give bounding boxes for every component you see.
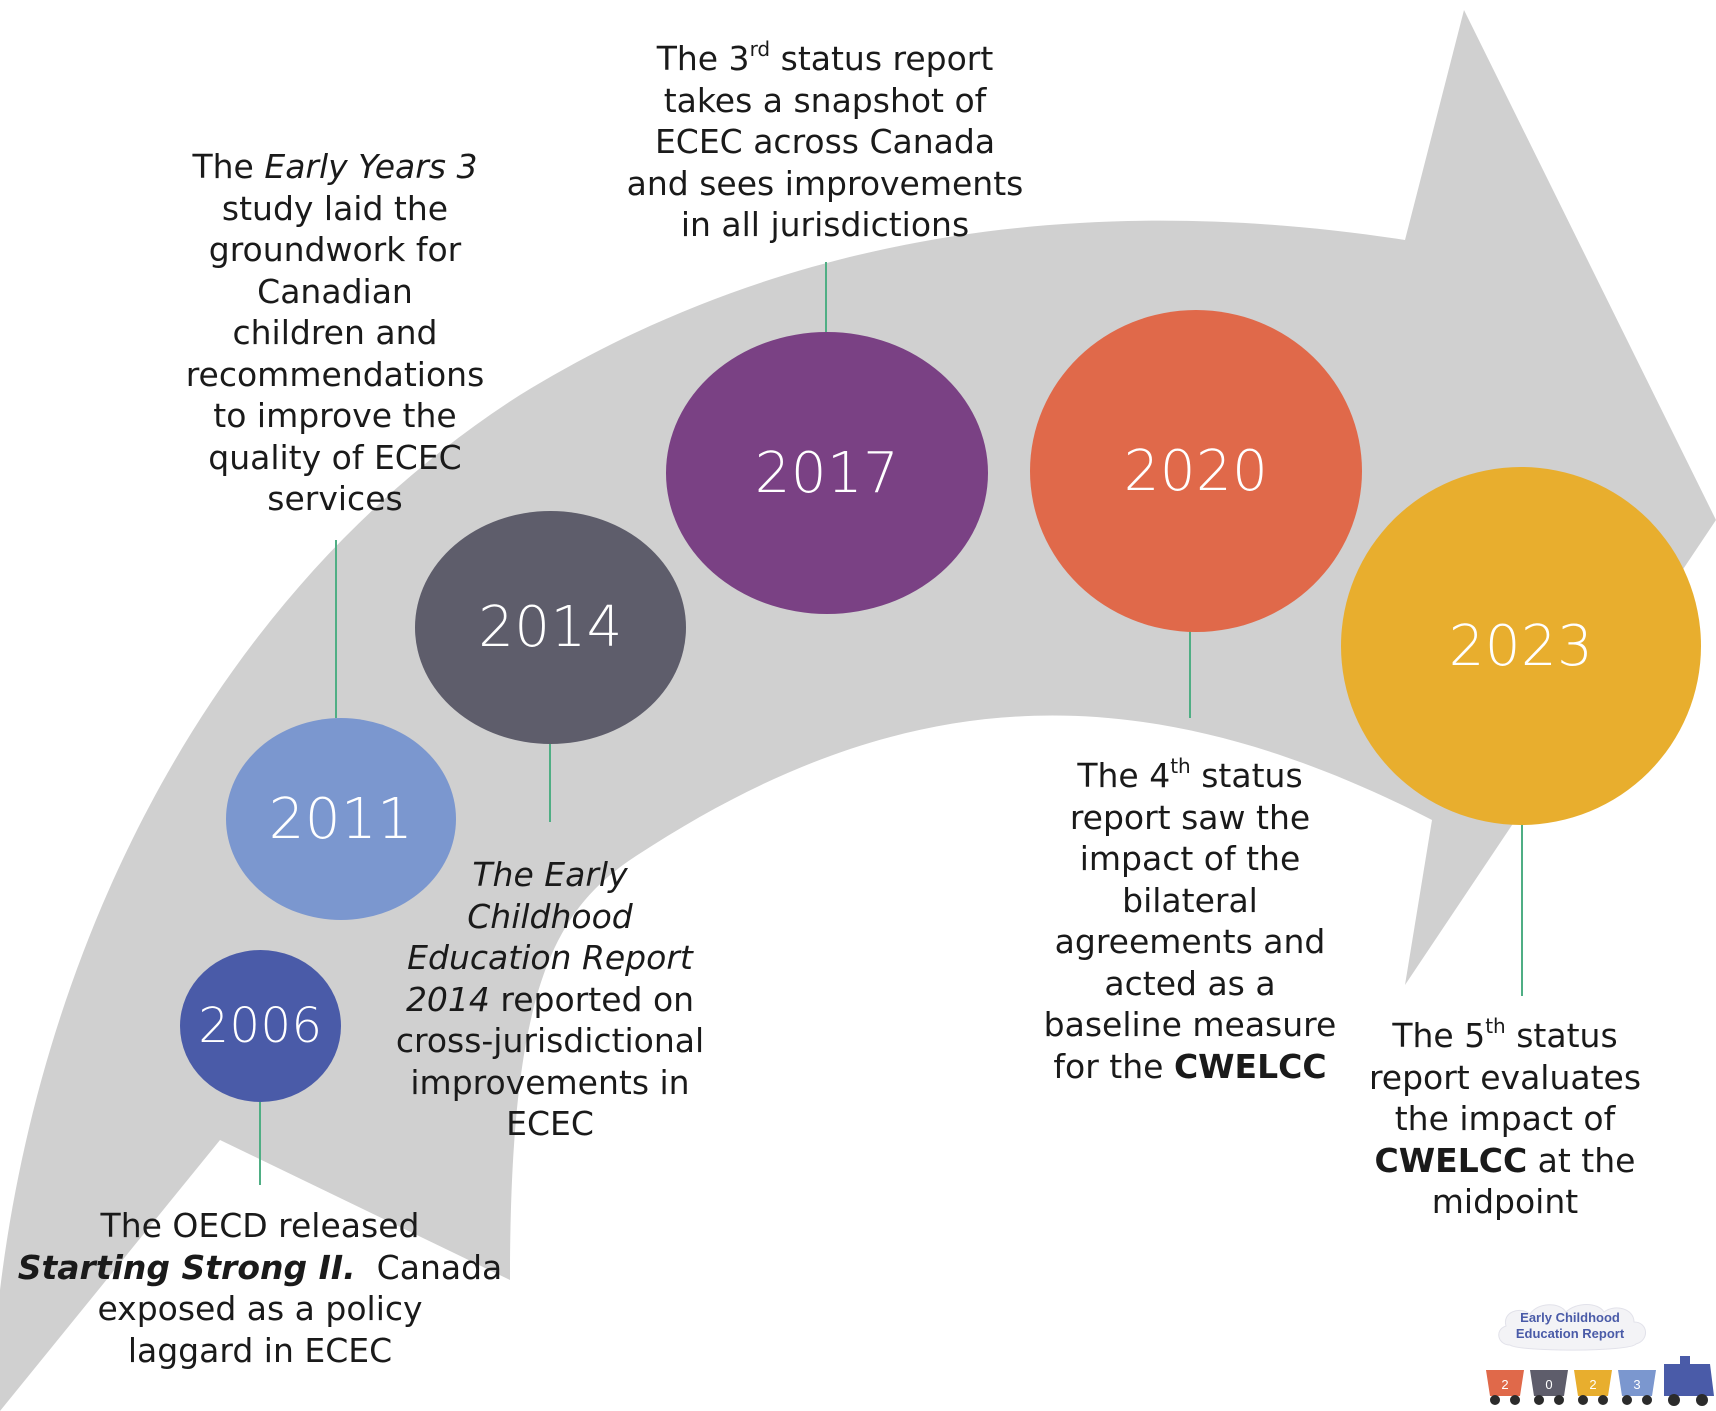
caption-line: takes a snapshot of xyxy=(663,80,987,120)
year-label: 2023 xyxy=(1448,613,1594,679)
year-label: 2014 xyxy=(478,595,623,660)
caption-line: children and xyxy=(232,313,438,352)
train-wheel xyxy=(1510,1395,1520,1405)
connector-2006 xyxy=(259,1095,261,1185)
train-wheel xyxy=(1554,1395,1564,1405)
caption-line: The Early xyxy=(472,855,628,894)
logo-line-1: Early Childhood xyxy=(1520,1310,1620,1325)
year-circle-2020: 2020 xyxy=(1030,310,1362,632)
caption-line: ECEC xyxy=(506,1104,594,1143)
train-wheel xyxy=(1490,1395,1500,1405)
train-wheel xyxy=(1622,1395,1632,1405)
caption-line: quality of ECEC xyxy=(208,437,462,477)
train-wheel xyxy=(1668,1394,1680,1406)
connector-2017 xyxy=(825,262,827,334)
caption-line: ECEC across Canada xyxy=(654,122,996,161)
caption-2020: The 4th status report saw the impact of … xyxy=(1030,755,1350,1087)
year-circle-2023: 2023 xyxy=(1341,467,1701,825)
train-wheel xyxy=(1578,1395,1588,1405)
year-label: 2017 xyxy=(754,440,900,506)
train-car xyxy=(1574,1370,1612,1396)
caption-2011: The Early Years 3 study laid the groundw… xyxy=(160,146,510,520)
year-circle-2006: 2006 xyxy=(180,950,341,1102)
caption-line: midpoint xyxy=(1431,1182,1579,1221)
caption-line: the impact of xyxy=(1394,1099,1616,1138)
caption-line: 2014 reported on xyxy=(405,979,695,1019)
year-label: 2011 xyxy=(268,786,414,852)
caption-2017: The 3rd status report takes a snapshot o… xyxy=(605,38,1045,246)
train-wheel xyxy=(1696,1394,1708,1406)
caption-line: Canadian xyxy=(257,271,413,311)
train-car xyxy=(1618,1370,1656,1396)
caption-line: groundwork for xyxy=(208,230,462,269)
caption-line: The 5th status xyxy=(1392,1014,1618,1055)
train-digit: 2 xyxy=(1589,1377,1596,1392)
caption-line: agreements and xyxy=(1054,922,1326,961)
program-name: CWELCC xyxy=(1173,1046,1327,1086)
caption-2023: The 5th status report evaluates the impa… xyxy=(1350,1015,1660,1223)
train-wheel xyxy=(1598,1395,1608,1405)
publication-title: Early Years 3 xyxy=(264,147,478,186)
caption-line: report evaluates xyxy=(1368,1057,1642,1097)
caption-line: Childhood xyxy=(467,896,633,936)
connector-2023 xyxy=(1521,820,1523,996)
year-circle-2017: 2017 xyxy=(666,332,988,614)
year-circle-2014: 2014 xyxy=(415,511,686,744)
program-name: CWELCC xyxy=(1374,1140,1528,1180)
caption-line: for the CWELCC xyxy=(1053,1046,1327,1086)
connector-2011 xyxy=(335,540,337,718)
year-circle-2011: 2011 xyxy=(226,718,456,920)
logo-line-2: Education Report xyxy=(1516,1326,1625,1341)
year-label: 2006 xyxy=(198,998,323,1054)
caption-line: The OECD released xyxy=(100,1206,420,1245)
caption-line: recommendations xyxy=(185,354,485,394)
train-car xyxy=(1486,1370,1524,1396)
caption-2014: The Early Childhood Education Report 201… xyxy=(380,854,720,1145)
cloud-shape xyxy=(1498,1304,1646,1351)
publication-title: Starting Strong II. xyxy=(17,1247,356,1287)
caption-line: Starting Strong II. Canada xyxy=(17,1247,503,1287)
caption-line: The 3rd status report xyxy=(656,37,994,78)
caption-line: CWELCC at the xyxy=(1374,1140,1636,1180)
caption-line: acted as a xyxy=(1104,963,1276,1003)
caption-line: bilateral xyxy=(1122,880,1258,920)
train-digit: 3 xyxy=(1633,1377,1640,1392)
caption-line: laggard in ECEC xyxy=(127,1330,393,1370)
caption-line: cross-jurisdictional xyxy=(395,1021,705,1060)
connector-2020 xyxy=(1189,630,1191,718)
train-engine xyxy=(1664,1356,1714,1396)
train-car xyxy=(1530,1370,1568,1396)
caption-line: study laid the xyxy=(221,188,449,228)
caption-line: improvements in xyxy=(410,1062,690,1102)
connector-2014 xyxy=(549,740,551,822)
caption-line: baseline measure xyxy=(1043,1005,1337,1044)
caption-2006: The OECD released Starting Strong II. Ca… xyxy=(10,1205,510,1371)
caption-line: Education Report xyxy=(407,938,693,977)
train-digit: 2 xyxy=(1501,1377,1508,1392)
caption-line: The 4th status xyxy=(1077,754,1303,795)
caption-line: report saw the xyxy=(1069,797,1311,837)
train-wheel xyxy=(1534,1395,1544,1405)
caption-line: exposed as a policy xyxy=(97,1289,423,1328)
caption-line: and sees improvements xyxy=(626,163,1024,203)
year-label: 2020 xyxy=(1123,438,1269,504)
train-wheel xyxy=(1642,1395,1652,1405)
caption-line: to improve the xyxy=(213,396,457,435)
train-digit: 0 xyxy=(1545,1377,1552,1392)
caption-line: services xyxy=(267,479,403,518)
caption-line: in all jurisdictions xyxy=(680,205,970,244)
caption-line: The Early Years 3 xyxy=(192,147,478,186)
caption-line: impact of the xyxy=(1079,839,1301,878)
